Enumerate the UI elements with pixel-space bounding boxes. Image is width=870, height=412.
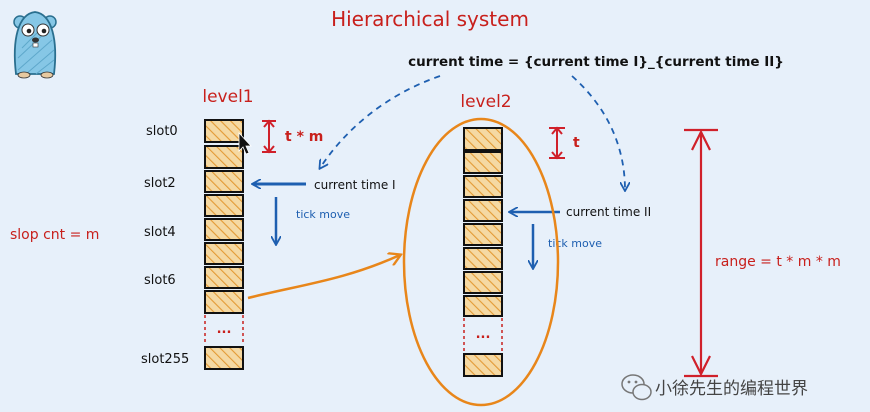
level2-slot-box [463, 175, 503, 198]
slot-label-slot4: slot4 [144, 225, 176, 240]
level2-slot-box [463, 353, 503, 377]
level2-slot-box [463, 151, 503, 174]
slot-label-slot2: slot2 [144, 176, 176, 191]
slot-label-slot0: slot0 [146, 124, 178, 139]
range-marker [684, 128, 718, 378]
level2-slot-span-label: t [573, 135, 580, 151]
level1-tick-move-label: tick move [296, 208, 350, 221]
level1-slot-box [204, 170, 244, 193]
level2-pointer-label: current time II [566, 205, 651, 219]
slot-label-slot255: slot255 [141, 352, 189, 367]
level2-slot-box [463, 223, 503, 246]
level1-slot-span-marker [262, 119, 276, 154]
level1-slot-box [204, 290, 244, 314]
level1-slot-column [204, 119, 244, 370]
level2-tick-move-label: tick move [548, 237, 602, 250]
level1-pointer-label: current time I [314, 178, 396, 192]
slot-label-slot6: slot6 [144, 273, 176, 288]
level2-highlight-ellipse [402, 117, 560, 407]
level1-ellipsis: ... [217, 322, 232, 337]
range-label: range = t * m * m [715, 254, 841, 270]
level1-to-level2-arrow [247, 255, 400, 300]
cursor-arrow-icon [238, 131, 252, 155]
level1-slot-span-label: t * m [285, 129, 323, 145]
slot-count-label: slop cnt = m [10, 227, 99, 243]
level2-slot-box [463, 295, 503, 317]
gopher-logo [13, 11, 57, 79]
level2-ellipsis: ... [476, 327, 491, 342]
level2-slot-box [463, 271, 503, 294]
current-time-formula: current time = {current time I}_{current… [408, 54, 784, 70]
level2-label: level2 [460, 92, 511, 112]
level1-label: level1 [202, 87, 253, 107]
level2-slot-box [463, 127, 503, 151]
level1-dashed-gap [204, 315, 244, 345]
level2-slot-column [463, 127, 503, 377]
level1-slot-box [204, 194, 244, 217]
level1-slot-box [204, 145, 244, 169]
level1-slot-box [204, 218, 244, 241]
level2-slot-box [463, 199, 503, 222]
watermark-text: 小徐先生的编程世界 [655, 379, 808, 399]
level2-slot-box [463, 247, 503, 270]
level2-slot-span-marker [549, 126, 565, 160]
level1-slot-box [204, 242, 244, 265]
formula-to-level2-arrow [571, 75, 625, 190]
formula-to-level1-arrow [320, 75, 441, 168]
level1-slot-box [204, 119, 244, 143]
level1-slot-box [204, 346, 244, 370]
wechat-icon [621, 374, 652, 401]
level1-slot-box [204, 266, 244, 289]
diagram-title: Hierarchical system [331, 7, 529, 31]
